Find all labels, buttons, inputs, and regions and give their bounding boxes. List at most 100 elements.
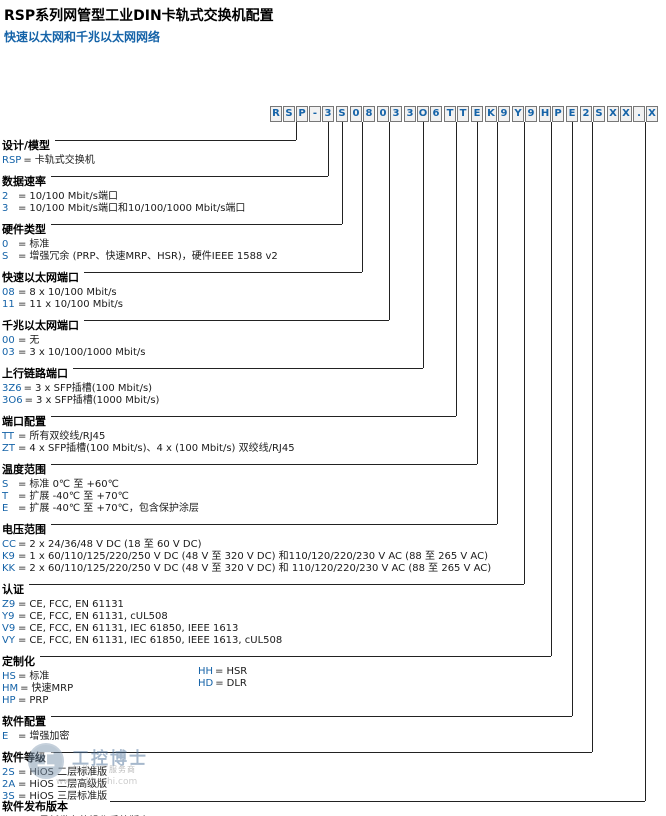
option-row: S=增强冗余 (PRP、快速MRP、HSR)，硬件IEEE 1588 v2 [2, 251, 281, 263]
code-group-port-config: T T [444, 106, 469, 122]
section-title: 快速以太网端口 [2, 272, 84, 284]
option-code: 3Z6 [2, 383, 22, 394]
code-group-software-level: 2 S [580, 106, 605, 122]
equals-sign: = [18, 611, 27, 622]
connector-hline [8, 656, 551, 657]
option-row: 2A=HiOS 二层高级版 [2, 779, 111, 791]
option-code: 0 [2, 239, 9, 250]
option-desc: 2 x 24/36/48 V DC (18 至 60 V DC) [29, 539, 202, 550]
option-code: V9 [2, 623, 16, 634]
connector-vline [342, 122, 343, 224]
option-row: CC=2 x 24/36/48 V DC (18 至 60 V DC) [2, 539, 205, 551]
code-char-box: O [417, 106, 429, 122]
option-list: RSP=卡轨式交换机 [2, 155, 98, 167]
code-char-box: S [593, 106, 605, 122]
option-desc: 3 x SFP插槽(1000 Mbit/s) [36, 395, 160, 406]
option-code: CC [2, 539, 16, 550]
option-desc: 增强冗余 (PRP、快速MRP、HSR)，硬件IEEE 1588 v2 [29, 251, 278, 262]
option-code: HM [2, 683, 19, 694]
option-code: E [2, 731, 9, 742]
equals-sign: = [18, 191, 27, 202]
option-code: E [2, 503, 9, 514]
option-code: Y9 [2, 611, 15, 622]
option-code: KK [2, 563, 16, 574]
connector-vline [592, 122, 593, 752]
connector-hline [8, 368, 423, 369]
option-row: 3O6=3 x SFP插槽(1000 Mbit/s) [2, 395, 163, 407]
option-desc: 4 x SFP插槽(100 Mbit/s)、4 x (100 Mbit/s) 双… [29, 443, 295, 454]
connector-vline [524, 122, 525, 584]
code-group-design-data-rate: R S P - 3 [270, 106, 334, 122]
connector-hline [8, 224, 342, 225]
code-group-temperature: E [471, 106, 483, 122]
code-char-box: S [283, 106, 295, 122]
code-char-box: 0 [350, 106, 362, 122]
connector-hline [8, 140, 296, 141]
section-design-model: 设计/模型 RSP=卡轨式交换机 [2, 134, 98, 167]
section-temperature-range: 温度范围 S=标准 0℃ 至 +60℃ T=扩展 -40℃ 至 +70℃ E=扩… [2, 458, 202, 515]
code-char-box: . [633, 106, 645, 122]
equals-sign: = [18, 791, 27, 802]
watermark-name: 工控博士 [72, 749, 148, 769]
option-desc: 扩展 -40℃ 至 +70℃，包含保护涂层 [29, 503, 199, 514]
code-char-box: 0 [377, 106, 389, 122]
code-char-box: E [566, 106, 578, 122]
option-desc: DLR [226, 678, 247, 689]
option-row: T=扩展 -40℃ 至 +70℃ [2, 491, 132, 503]
option-list: 00=无 03=3 x 10/100/1000 Mbit/s [2, 335, 149, 359]
section-hardware-type: 硬件类型 0=标准 S=增强冗余 (PRP、快速MRP、HSR)，硬件IEEE … [2, 218, 281, 263]
connector-vline [645, 122, 646, 801]
watermark-logo-icon: 工 [28, 743, 64, 779]
code-char-box: 3 [322, 106, 334, 122]
equals-sign: = [18, 299, 27, 310]
section-title: 设计/模型 [2, 140, 56, 152]
option-code: 2 [2, 191, 9, 202]
section-port-configuration: 端口配置 TT=所有双绞线/RJ45 ZT=4 x SFP插槽(100 Mbit… [2, 410, 298, 455]
code-char-box: 3 [390, 106, 402, 122]
section-title: 端口配置 [2, 416, 51, 428]
option-list: HS=标准 HM=快速MRP HP=PRP [2, 671, 77, 707]
section-title: 千兆以太网端口 [2, 320, 84, 332]
connector-hline [8, 584, 524, 585]
connector-vline [423, 122, 424, 368]
option-list-right: HH=HSR HD=DLR [198, 666, 251, 690]
option-row: 00=无 [2, 335, 43, 347]
option-row: 08=8 x 10/100 Mbit/s [2, 287, 120, 299]
equals-sign: = [18, 767, 27, 778]
option-code: K9 [2, 551, 15, 562]
equals-sign: = [18, 479, 27, 490]
section-certification: 认证 Z9=CE, FCC, EN 61131 Y9=CE, FCC, EN 6… [2, 578, 286, 647]
page-title: RSP系列网管型工业DIN卡轨式交换机配置 [4, 8, 274, 24]
option-desc: CE, FCC, EN 61131 [29, 599, 124, 610]
option-desc: 2 x 60/110/125/220/250 V DC (48 V 至 320 … [29, 563, 492, 574]
option-desc: CE, FCC, EN 61131, cUL508 [29, 611, 168, 622]
code-group-uplink: 3 O 6 [404, 106, 442, 122]
option-row: HD=DLR [198, 678, 250, 690]
option-code: 00 [2, 335, 15, 346]
code-char-box: P [552, 106, 564, 122]
option-row: S=标准 0℃ 至 +60℃ [2, 479, 122, 491]
connector-vline [389, 122, 390, 320]
equals-sign: = [18, 335, 27, 346]
connector-vline [362, 122, 363, 272]
section-voltage-range: 电压范围 CC=2 x 24/36/48 V DC (18 至 60 V DC)… [2, 518, 495, 575]
connector-vline [328, 122, 329, 176]
option-code: HD [198, 678, 214, 689]
option-desc: 卡轨式交换机 [34, 155, 95, 166]
connector-hline [8, 464, 477, 465]
option-row: HM=快速MRP [2, 683, 77, 695]
option-desc: 标准 [29, 671, 50, 682]
option-row: VY=CE, FCC, EN 61131, IEC 61850, IEEE 16… [2, 635, 286, 647]
equals-sign: = [18, 623, 27, 634]
option-code: ZT [2, 443, 15, 454]
option-row: E=增强加密 [2, 731, 73, 743]
option-row: HP=PRP [2, 695, 52, 707]
option-desc: PRP [29, 695, 49, 706]
option-desc: 10/100 Mbit/s端口 [29, 191, 119, 202]
option-code: 11 [2, 299, 15, 310]
option-code: VY [2, 635, 15, 646]
connector-vline [456, 122, 457, 416]
section-title: 上行链路端口 [2, 368, 73, 380]
equals-sign: = [20, 683, 29, 694]
